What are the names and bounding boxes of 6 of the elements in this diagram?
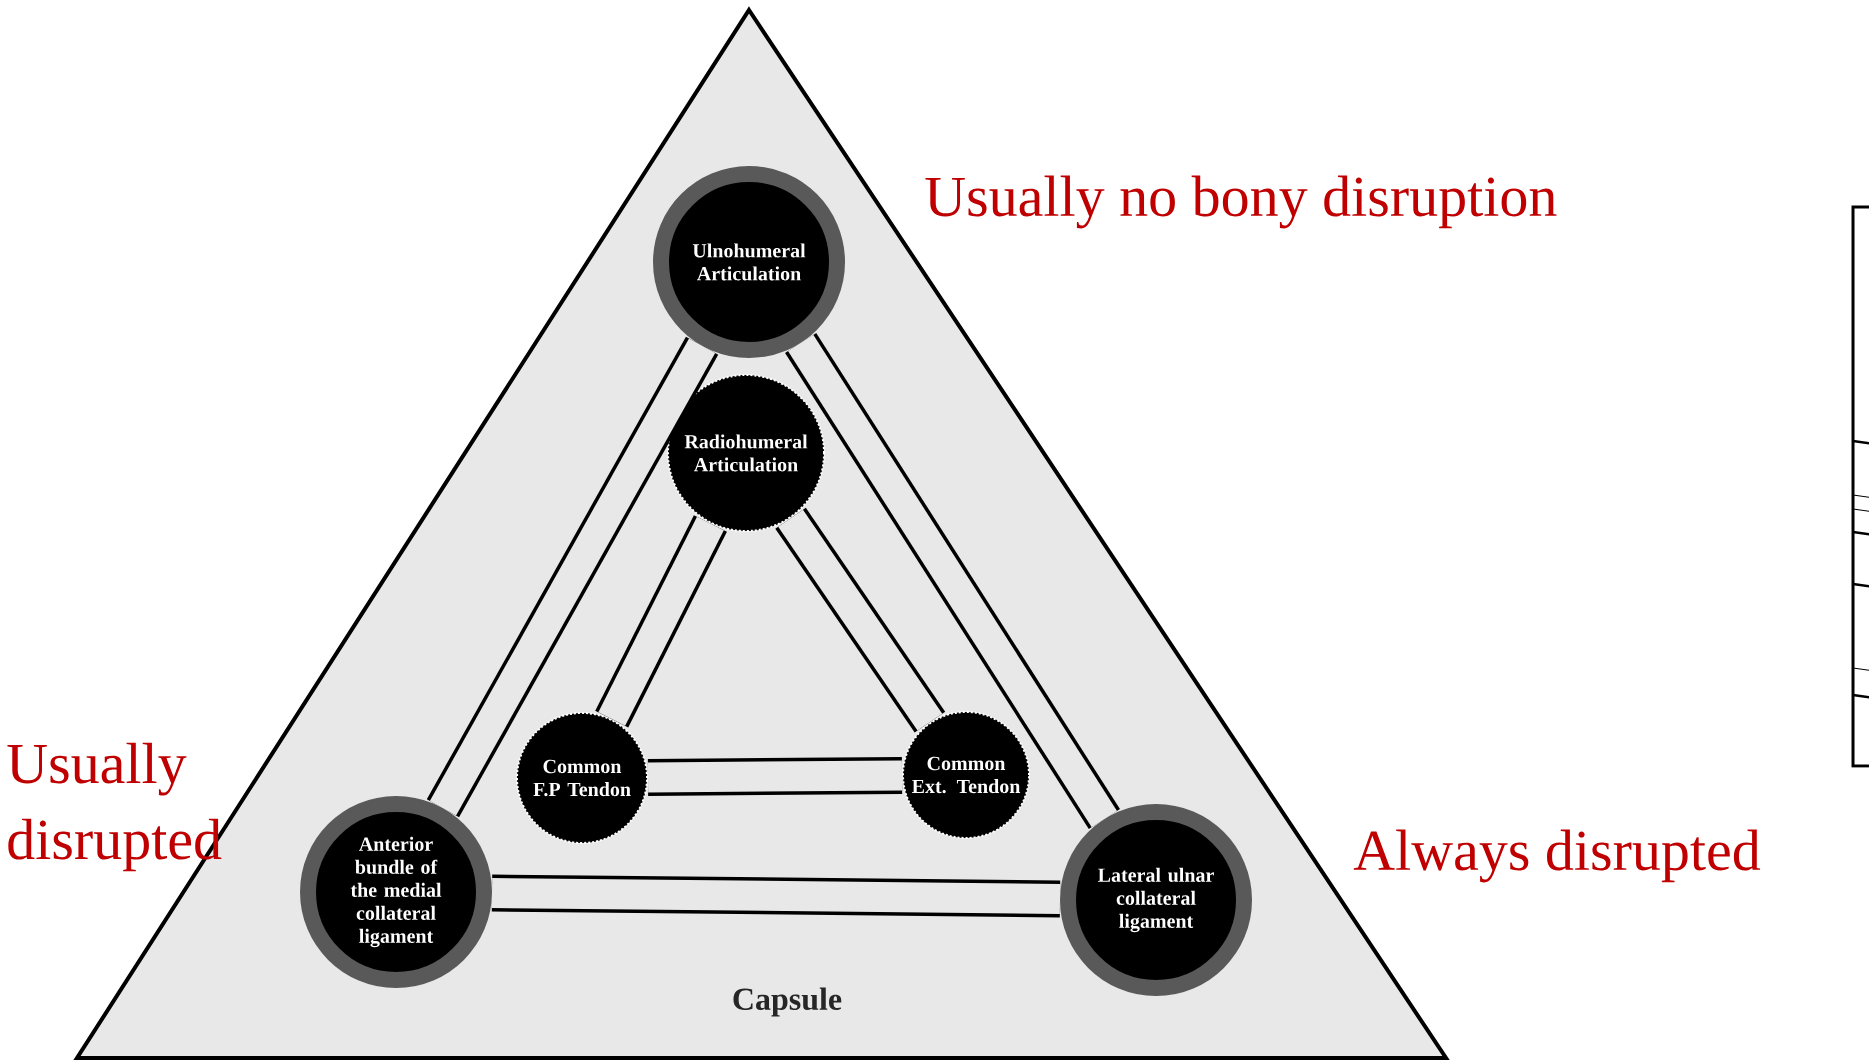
- double-line: [595, 515, 727, 728]
- double-line: [491, 874, 1061, 918]
- double-line: [426, 336, 719, 818]
- double-line: [775, 507, 946, 733]
- double-line: [647, 757, 903, 796]
- double-line: [785, 332, 1120, 829]
